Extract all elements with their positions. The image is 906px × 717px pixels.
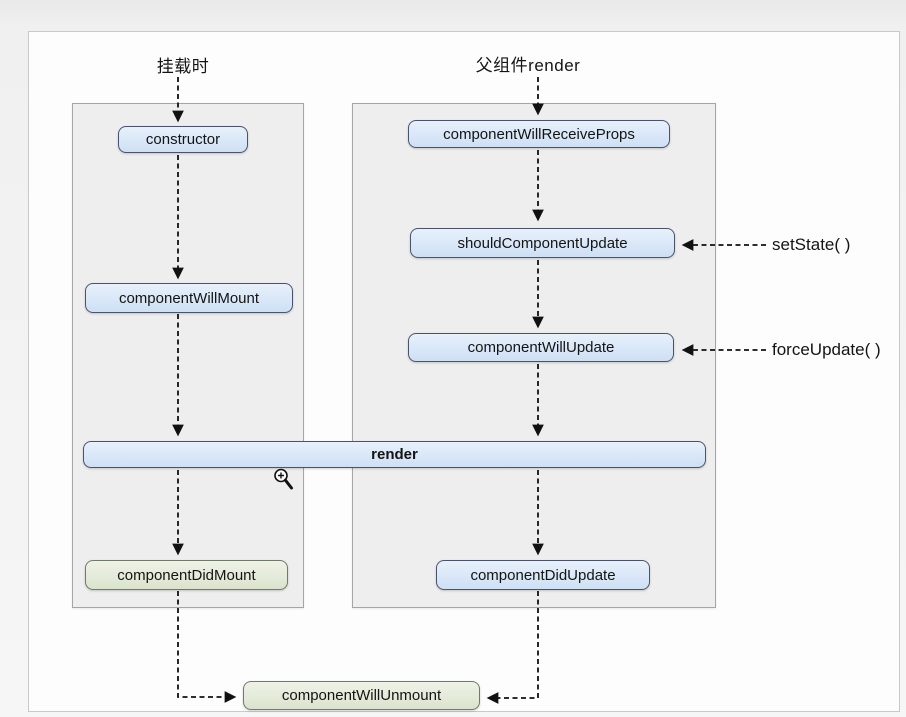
heading-mount-phase: 挂载时 [156,57,210,76]
node-render: render [83,441,706,468]
mount-phase-panel [72,103,304,608]
node-constructor: constructor [118,126,248,153]
annotation-set-state: setState( ) [772,235,851,254]
node-component-did-mount: componentDidMount [85,560,288,590]
node-component-will-receive-props: componentWillReceiveProps [408,120,670,148]
node-should-component-update: shouldComponentUpdate [410,228,675,258]
annotation-force-update: forceUpdate( ) [772,340,881,359]
node-component-will-update: componentWillUpdate [408,333,674,362]
heading-parent-render: 父组件render [475,56,581,75]
node-component-will-mount: componentWillMount [85,283,293,313]
node-component-will-unmount: componentWillUnmount [243,681,480,710]
node-component-did-update: componentDidUpdate [436,560,650,590]
